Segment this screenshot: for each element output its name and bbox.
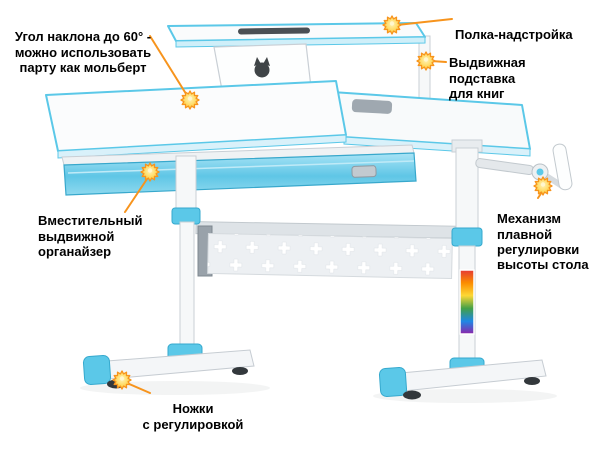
crank-shaft bbox=[475, 158, 534, 176]
callout-line-shelf bbox=[396, 18, 453, 26]
shelf-front-edge bbox=[175, 36, 426, 48]
callout-organizer-text: Вместительный выдвижной органайзер bbox=[38, 213, 143, 259]
right-leveler-rear bbox=[524, 377, 540, 385]
drawer-highlight bbox=[67, 160, 415, 174]
cat-cutout-head bbox=[254, 62, 270, 78]
callout-tilt-angle: Угол наклона до 60° - можно использовать… bbox=[8, 14, 158, 75]
left-leveler-rear bbox=[232, 367, 248, 375]
left-upper-column bbox=[175, 155, 197, 215]
callout-tilt-angle-text: Угол наклона до 60° - можно использовать… bbox=[14, 29, 152, 75]
rainbow-scale-sticker bbox=[459, 269, 475, 335]
crank-hub-center bbox=[536, 168, 544, 176]
right-leveler-front bbox=[403, 390, 421, 400]
right-foot bbox=[378, 359, 547, 400]
callout-height-mechanism-text: Механизм плавной регулировки высоты стол… bbox=[497, 211, 589, 273]
right-upper-column bbox=[455, 147, 479, 233]
left-foot-cap bbox=[82, 355, 112, 385]
callout-height-mechanism: Механизм плавной регулировки высоты стол… bbox=[497, 196, 589, 273]
crank-grip bbox=[552, 143, 573, 191]
right-leg bbox=[449, 139, 485, 379]
callout-line-feet bbox=[126, 382, 151, 394]
callout-book-stand: Выдвижная подставка для книг bbox=[449, 40, 526, 101]
callout-adjustable-feet: Ножки с регулировкой bbox=[137, 386, 249, 432]
callout-top-shelf: Полка-надстройка bbox=[455, 12, 573, 43]
drawer-latch bbox=[351, 165, 377, 178]
left-lower-column bbox=[179, 221, 195, 351]
callout-book-stand-text: Выдвижная подставка для книг bbox=[449, 55, 526, 101]
tablet-groove bbox=[238, 27, 310, 35]
desktop bbox=[45, 80, 531, 159]
callout-organizer: Вместительный выдвижной органайзер bbox=[38, 198, 142, 259]
pencil-recess bbox=[351, 99, 393, 114]
callout-line-tilt bbox=[149, 35, 189, 98]
tilting-board-edge bbox=[57, 134, 347, 159]
crossbar-panel bbox=[195, 221, 463, 280]
right-clamp bbox=[451, 227, 483, 247]
callout-lines bbox=[124, 18, 545, 394]
crank-handle bbox=[475, 143, 573, 191]
callout-line-organizer bbox=[124, 175, 150, 213]
cross-cutouts bbox=[207, 233, 453, 279]
callout-top-shelf-text: Полка-надстройка bbox=[455, 27, 573, 43]
right-foot-cap bbox=[378, 367, 408, 397]
drawer-organizer bbox=[61, 144, 417, 196]
callout-adjustable-feet-text: Ножки с регулировкой bbox=[142, 401, 244, 432]
